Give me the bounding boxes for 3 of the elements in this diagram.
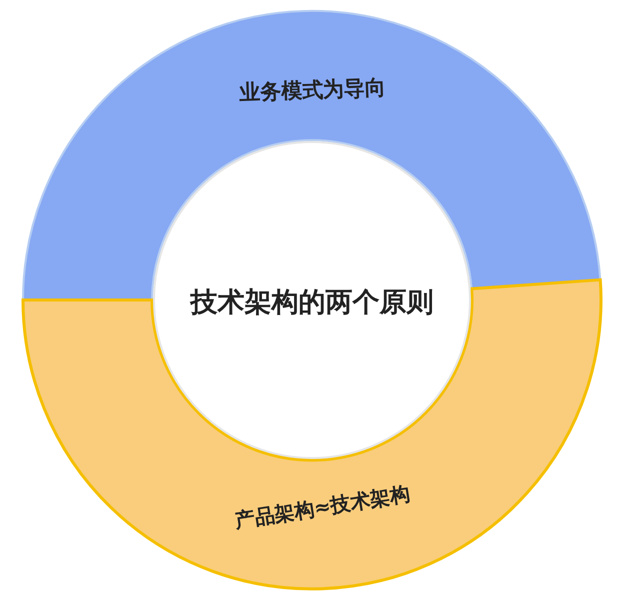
segment-label: 产品架构≈技术架构: [232, 480, 412, 534]
segment-label: 业务模式为导向: [238, 74, 386, 107]
center-title: 技术架构的两个原则: [190, 286, 434, 320]
